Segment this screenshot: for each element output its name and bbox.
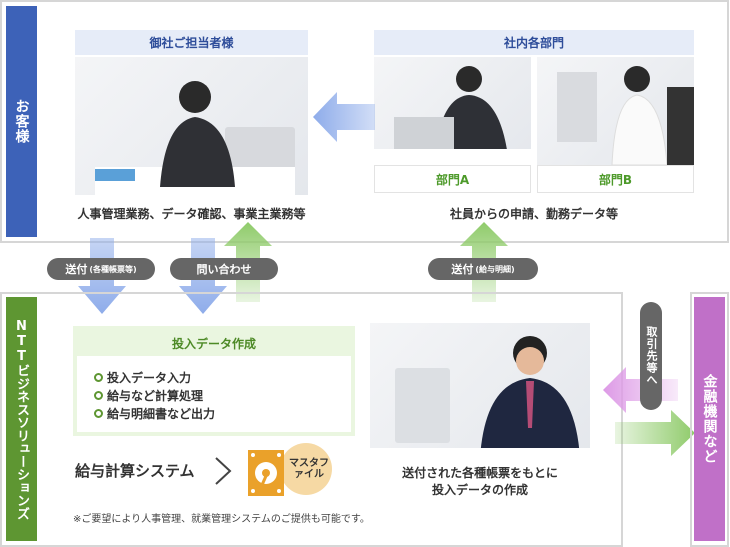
customer-label: お客様 [6,6,37,237]
master-file-label: マスタファイル [289,457,329,481]
list-item-label: 投入データ入力 [107,370,192,385]
circle-bullet-icon [94,408,103,418]
input-data-box: 投入データ作成 投入データ入力 給与など計算処理 給与明細書など出力 [73,326,355,436]
ntt-label: NTTビジネスソリューションズ [6,297,37,541]
dept-b-photo [537,57,694,165]
chevron-right-icon [215,457,232,485]
dept-a-label: 部門A [374,165,531,193]
master-file-circle: マスタファイル [280,443,332,495]
operator-caption: 送付された各種帳票をもとに投入データの作成 [370,465,590,499]
customer-section [0,0,729,243]
note-text: ※ご要望により人事管理、就業管理システムのご提供も可能です。 [73,514,370,525]
bank-section [690,292,729,547]
input-data-header: 投入データ作成 [171,337,256,351]
operator-caption-line2: 投入データの作成 [431,483,528,497]
bank-label: 金融機関など [694,297,725,541]
list-item: 投入データ入力 [94,368,351,386]
dept-b-label: 部門B [537,165,694,193]
send-payslip-pill: 送付(給与明細) [428,258,538,280]
input-data-list: 投入データ入力 給与など計算処理 給与明細書など出力 [77,356,351,432]
circle-bullet-icon [94,372,103,382]
contact-caption: 人事管理業務、データ確認、事業主業務等 [77,207,306,221]
list-item-label: 給与明細書など出力 [107,406,216,421]
dept-header: 社内各部門 [374,30,694,55]
arrow-right-icon [615,410,695,456]
send-payslip-sub: (給与明細) [475,264,515,274]
operator-photo [370,323,590,458]
circle-bullet-icon [94,390,103,400]
send-docs-sub: (各種帳票等) [89,264,137,274]
list-item: 給与など計算処理 [94,386,351,404]
contact-photo [75,57,308,195]
send-payslip-label: 送付 [451,263,474,276]
hard-disk-icon [248,450,284,496]
send-docs-pill: 送付(各種帳票等) [47,258,155,280]
arrow-left-icon [313,92,375,142]
to-clients-pill: 取引先等へ [640,302,662,410]
send-docs-label: 送付 [65,263,88,276]
ntt-section [0,292,623,547]
list-item: 給与明細書など出力 [94,404,351,422]
system-label: 給与計算システム [75,462,195,480]
inquiry-pill: 問い合わせ [170,258,278,280]
contact-header: 御社ご担当者様 [75,30,308,55]
dept-a-photo [374,57,531,165]
dept-caption: 社員からの申請、勤務データ等 [449,207,618,221]
operator-caption-line1: 送付された各種帳票をもとに [402,466,558,480]
list-item-label: 給与など計算処理 [107,388,204,403]
